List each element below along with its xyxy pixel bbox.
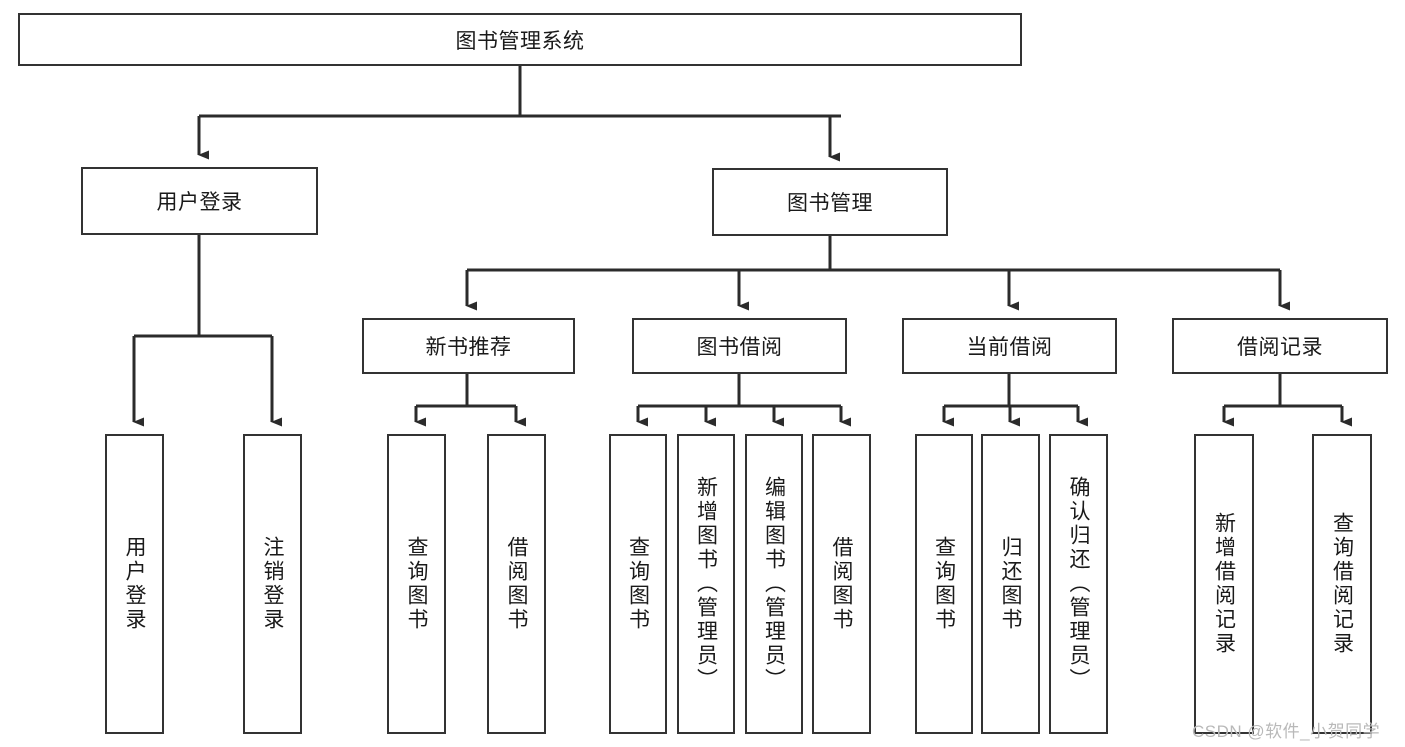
node-leaf-confirm-return-admin[interactable]: 确认归还（管理员）	[1049, 434, 1108, 734]
node-leaf-edit-book-admin[interactable]: 编辑图书（管理员）	[745, 434, 803, 734]
node-book-borrow-label: 图书借阅	[696, 336, 783, 359]
node-leaf-return-book[interactable]: 归还图书	[981, 434, 1040, 734]
node-book-manage-label: 图书管理	[787, 192, 873, 215]
node-leaf-borrow-book-2-label: 借阅图书	[830, 536, 853, 632]
node-leaf-borrow-book-2[interactable]: 借阅图书	[812, 434, 871, 734]
node-leaf-query-borrow-record-label: 查询借阅记录	[1330, 512, 1354, 656]
node-leaf-logout[interactable]: 注销登录	[243, 434, 302, 734]
node-book-manage[interactable]: 图书管理	[712, 168, 948, 236]
node-new-book-recommend-label: 新书推荐	[425, 336, 512, 359]
node-leaf-user-login[interactable]: 用户登录	[105, 434, 164, 734]
node-leaf-add-book-admin[interactable]: 新增图书（管理员）	[677, 434, 735, 734]
node-borrow-record-label: 借阅记录	[1237, 336, 1323, 359]
node-root-label: 图书管理系统	[455, 29, 585, 53]
node-leaf-user-login-label: 用户登录	[123, 536, 146, 632]
node-leaf-query-borrow-record[interactable]: 查询借阅记录	[1312, 434, 1372, 734]
node-current-borrow-label: 当前借阅	[966, 336, 1053, 359]
node-leaf-logout-label: 注销登录	[261, 536, 284, 632]
node-borrow-record[interactable]: 借阅记录	[1172, 318, 1388, 374]
node-leaf-add-book-admin-label: 新增图书（管理员）	[694, 476, 718, 692]
node-leaf-borrow-book-1-label: 借阅图书	[505, 536, 528, 632]
node-leaf-query-book-2[interactable]: 查询图书	[609, 434, 667, 734]
node-leaf-return-book-label: 归还图书	[999, 536, 1022, 632]
node-leaf-add-borrow-record[interactable]: 新增借阅记录	[1194, 434, 1254, 734]
node-leaf-edit-book-admin-label: 编辑图书（管理员）	[762, 476, 786, 692]
node-leaf-add-borrow-record-label: 新增借阅记录	[1212, 512, 1236, 656]
node-leaf-query-book-1-label: 查询图书	[405, 536, 428, 632]
node-book-borrow[interactable]: 图书借阅	[632, 318, 847, 374]
node-current-borrow[interactable]: 当前借阅	[902, 318, 1117, 374]
node-user-login-label: 用户登录	[156, 191, 243, 214]
node-leaf-query-book-3-label: 查询图书	[932, 536, 956, 632]
node-leaf-query-book-2-label: 查询图书	[626, 536, 650, 632]
node-leaf-borrow-book-1[interactable]: 借阅图书	[487, 434, 546, 734]
node-leaf-query-book-3[interactable]: 查询图书	[915, 434, 973, 734]
node-root[interactable]: 图书管理系统	[18, 13, 1022, 66]
node-user-login[interactable]: 用户登录	[81, 167, 318, 235]
node-leaf-confirm-return-admin-label: 确认归还（管理员）	[1067, 476, 1090, 692]
node-new-book-recommend[interactable]: 新书推荐	[362, 318, 575, 374]
node-leaf-query-book-1[interactable]: 查询图书	[387, 434, 446, 734]
